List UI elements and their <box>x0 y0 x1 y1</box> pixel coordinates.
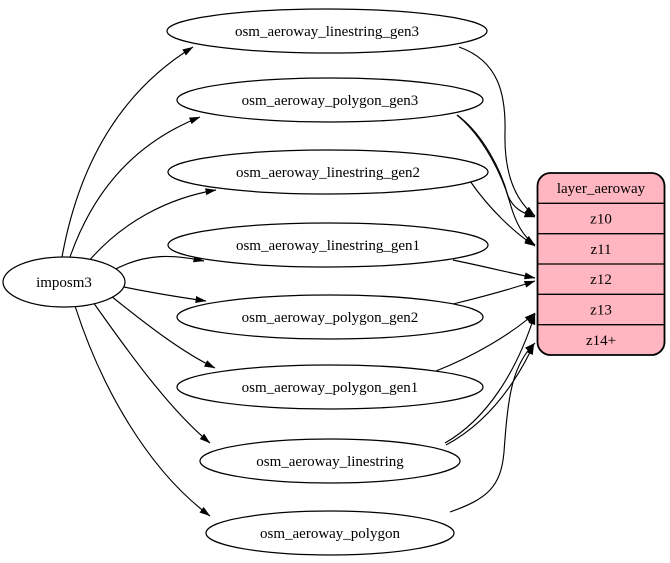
node-osm_aeroway_linestring-shape <box>199 438 461 484</box>
edge-imposm3-to-osm_aeroway_polygon_gen3 <box>69 116 201 258</box>
node-osm_aeroway_linestring_gen1-shape <box>167 222 489 268</box>
node-osm_aeroway_linestring_gen1: osm_aeroway_linestring_gen1 <box>167 222 489 268</box>
record-row-z12: z12 <box>590 272 612 288</box>
edge-imposm3-to-osm_aeroway_linestring <box>92 301 211 444</box>
node-imposm3: imposm3 <box>2 256 126 308</box>
record-row-z14+: z14+ <box>586 333 616 349</box>
edge-imposm3-to-osm_aeroway_linestring_gen1 <box>111 255 205 272</box>
node-osm_aeroway_linestring_gen3-shape <box>166 8 488 54</box>
edge-osm_aeroway_polygon_gen3-to-layer_aeroway:z11 <box>456 114 536 246</box>
node-osm_aeroway_polygon_gen3-label: osm_aeroway_polygon_gen3 <box>242 93 419 109</box>
node-osm_aeroway_linestring: osm_aeroway_linestring <box>199 438 461 484</box>
node-osm_aeroway_linestring_gen3: osm_aeroway_linestring_gen3 <box>166 8 488 54</box>
edge-imposm3-to-osm_aeroway_polygon <box>74 305 211 517</box>
edge-osm_aeroway_linestring_gen2-to-layer_aeroway:z11 <box>469 180 536 247</box>
node-osm_aeroway_polygon_gen2-shape <box>176 294 484 340</box>
node-osm_aeroway_polygon-label: osm_aeroway_polygon <box>260 526 400 542</box>
edge-imposm3-to-osm_aeroway_polygon_gen2 <box>123 286 207 303</box>
nodes-layer: imposm3 osm_aeroway_linestring_gen3 osm_ae… <box>2 8 489 556</box>
record-row-z10: z10 <box>590 212 612 228</box>
node-osm_aeroway_polygon-shape <box>205 510 455 556</box>
edge-osm_aeroway_polygon_gen1-to-layer_aeroway:z13 <box>435 312 536 372</box>
edge-osm_aeroway_polygon_gen2-to-layer_aeroway:z12 <box>452 280 536 305</box>
node-osm_aeroway_polygon: osm_aeroway_polygon <box>205 510 455 556</box>
edge-osm_aeroway_polygon-to-layer_aeroway:z14+ <box>449 342 536 513</box>
record-row-z11: z11 <box>590 242 611 258</box>
edge-osm_aeroway_linestring-to-layer_aeroway:z14+ <box>445 343 535 446</box>
edge-imposm3-to-osm_aeroway_linestring_gen2 <box>87 188 217 263</box>
edge-imposm3-to-osm_aeroway_linestring_gen3 <box>61 46 194 258</box>
node-osm_aeroway_polygon_gen2: osm_aeroway_polygon_gen2 <box>176 294 484 340</box>
record-row-z13: z13 <box>590 303 612 319</box>
record-title: layer_aeroway <box>557 181 646 197</box>
node-osm_aeroway_polygon_gen1-label: osm_aeroway_polygon_gen1 <box>242 380 419 396</box>
edge-osm_aeroway_linestring-to-layer_aeroway:z13 <box>444 313 536 444</box>
node-osm_aeroway_linestring_gen1-label: osm_aeroway_linestring_gen1 <box>236 238 420 254</box>
edge-imposm3-to-osm_aeroway_polygon_gen1 <box>110 295 216 369</box>
record-layer: layer_aeroway z10 z11 z12 z13 z14+ <box>536 172 666 356</box>
node-osm_aeroway_linestring-label: osm_aeroway_linestring <box>256 454 404 470</box>
node-layer_aeroway: layer_aeroway z10 z11 z12 z13 z14+ <box>536 172 666 356</box>
node-osm_aeroway_polygon_gen2-label: osm_aeroway_polygon_gen2 <box>242 310 419 326</box>
node-osm_aeroway_linestring_gen2-shape <box>167 149 489 195</box>
edges-layer <box>61 46 536 517</box>
edge-osm_aeroway_linestring_gen1-to-layer_aeroway:z12 <box>452 259 536 280</box>
node-osm_aeroway_linestring_gen2: osm_aeroway_linestring_gen2 <box>167 149 489 195</box>
node-osm_aeroway_polygon_gen1: osm_aeroway_polygon_gen1 <box>176 364 484 410</box>
node-imposm3-label: imposm3 <box>36 275 92 291</box>
edge-osm_aeroway_linestring_gen3-to-layer_aeroway:z10 <box>458 46 536 217</box>
node-imposm3-shape <box>2 256 126 308</box>
node-osm_aeroway_linestring_gen2-label: osm_aeroway_linestring_gen2 <box>236 165 420 181</box>
node-osm_aeroway_linestring_gen3-label: osm_aeroway_linestring_gen3 <box>235 24 419 40</box>
node-osm_aeroway_polygon_gen1-shape <box>176 364 484 410</box>
node-osm_aeroway_polygon_gen3: osm_aeroway_polygon_gen3 <box>176 77 484 123</box>
node-osm_aeroway_polygon_gen3-shape <box>176 77 484 123</box>
